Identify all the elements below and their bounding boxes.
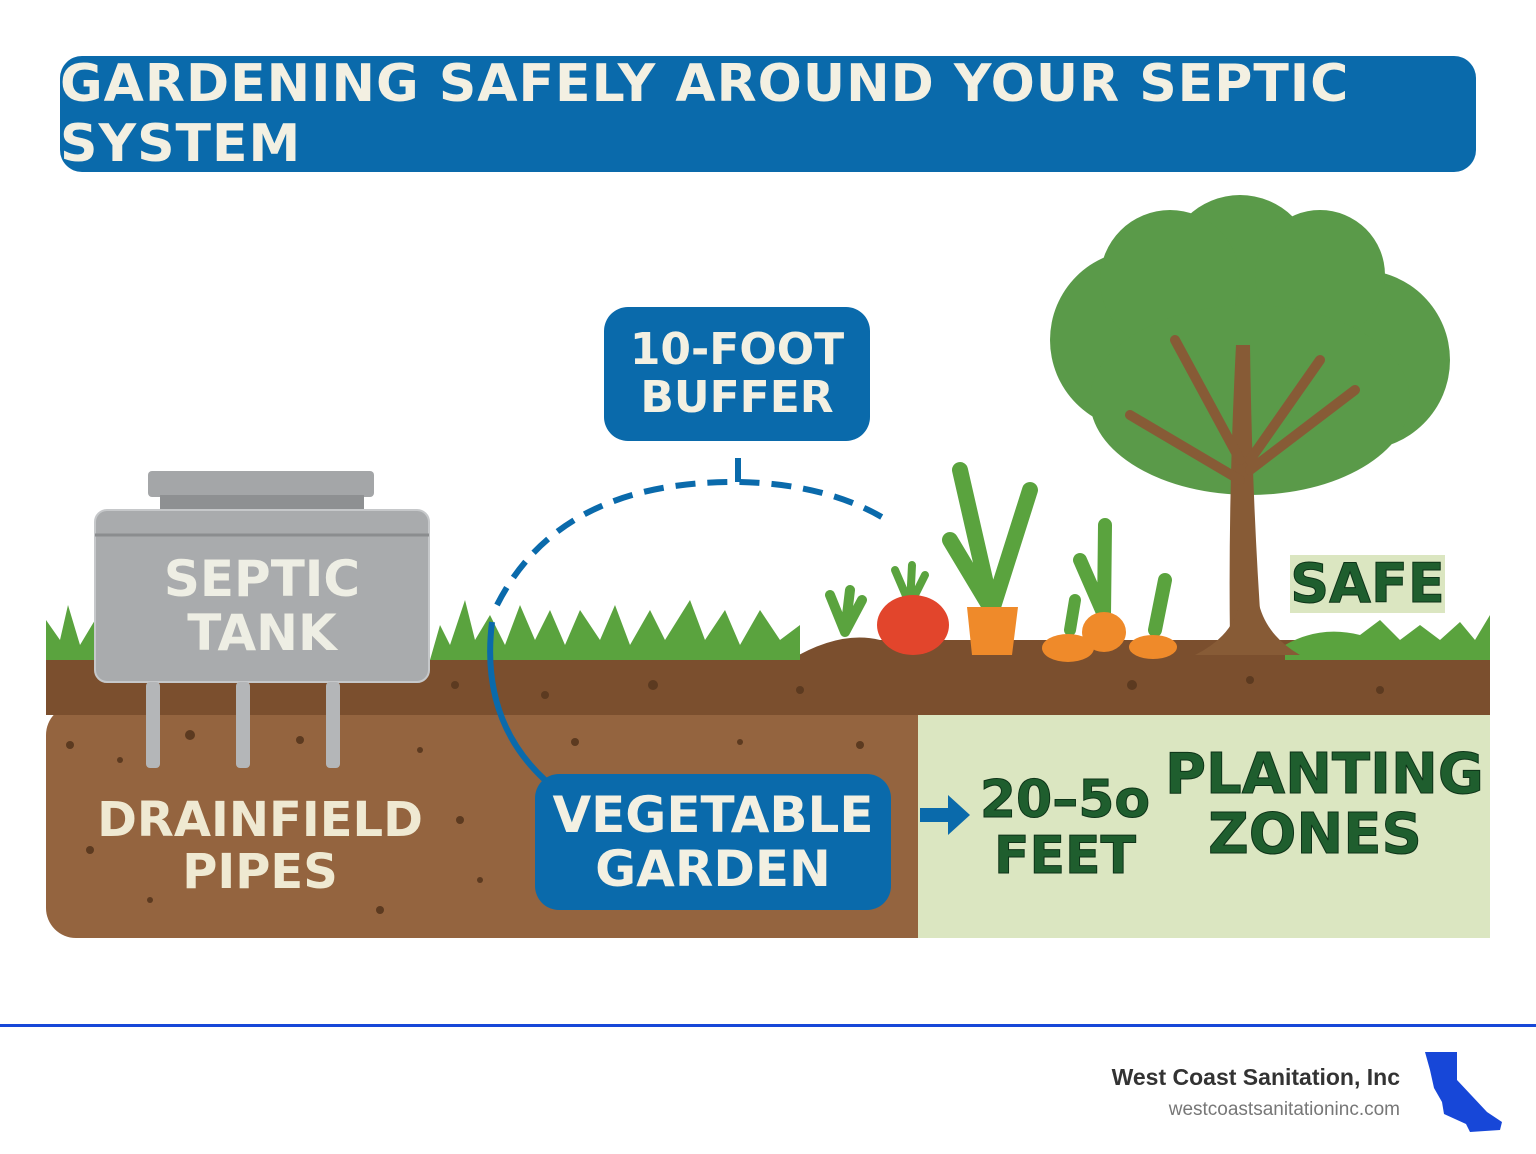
drainfield-label-line2: PIPES <box>182 843 338 900</box>
tomato <box>877 595 949 655</box>
septic-tank <box>94 509 430 683</box>
title-banner: GARDENING SAFELY AROUND YOUR SEPTIC SYST… <box>60 54 1476 174</box>
diagram-illustration <box>46 195 1490 938</box>
carrot <box>1042 634 1094 662</box>
footer-branding: West Coast Sanitation, Inc westcoastsani… <box>1112 1064 1400 1121</box>
carrot <box>1082 612 1126 652</box>
buffer-connector <box>487 621 548 783</box>
distance-label-line1: 20–5o <box>979 770 1151 830</box>
planting-zones-label: PLANTING ZONES <box>1165 742 1485 868</box>
arrow-right-icon <box>920 795 970 835</box>
tank-lid <box>148 471 374 497</box>
distance-label: 20–5o FEET <box>975 770 1155 887</box>
septic-label-line2: TANK <box>187 604 337 662</box>
carrot <box>967 607 1018 655</box>
drainfield-pipes <box>146 682 340 768</box>
tree <box>1050 195 1450 655</box>
page-title: GARDENING SAFELY AROUND YOUR SEPTIC SYST… <box>60 54 1350 174</box>
planting-zone-area <box>918 715 1490 938</box>
footer-divider <box>0 1024 1536 1027</box>
septic-label-line1: SEPTIC <box>163 550 361 608</box>
buffer-label: 10-FOOT BUFFER <box>604 307 870 441</box>
garden-label-line2: GARDEN <box>595 840 831 898</box>
buffer-label-line2: BUFFER <box>640 372 834 423</box>
company-name: West Coast Sanitation, Inc <box>1111 1064 1400 1090</box>
topsoil <box>46 637 1490 715</box>
zones-label-line1: PLANTING <box>1165 742 1485 807</box>
california-map-icon <box>1425 1052 1502 1132</box>
drainfield-label: DRAINFIELD PIPES <box>80 792 440 900</box>
distance-label-line2: FEET <box>993 826 1137 887</box>
grass-middle <box>430 600 800 660</box>
drainfield-label-line1: DRAINFIELD <box>97 792 423 848</box>
safe-label: SAFE <box>1290 552 1445 615</box>
grass-left <box>46 605 95 660</box>
buffer-arc <box>494 478 892 607</box>
buffer-label-line1: 10-FOOT <box>629 324 845 376</box>
grass-right <box>1285 615 1490 660</box>
garden-label-line1: VEGETABLE <box>552 786 874 844</box>
septic-tank-label: SEPTIC TANK <box>95 552 429 660</box>
vegetable-plants <box>825 462 1177 662</box>
vegetable-garden-label: VEGETABLE GARDEN <box>535 774 891 910</box>
zones-label-line2: ZONES <box>1208 802 1423 868</box>
carrot <box>1129 635 1177 659</box>
company-website[interactable]: westcoastsanitationinc.com <box>1168 1099 1400 1120</box>
